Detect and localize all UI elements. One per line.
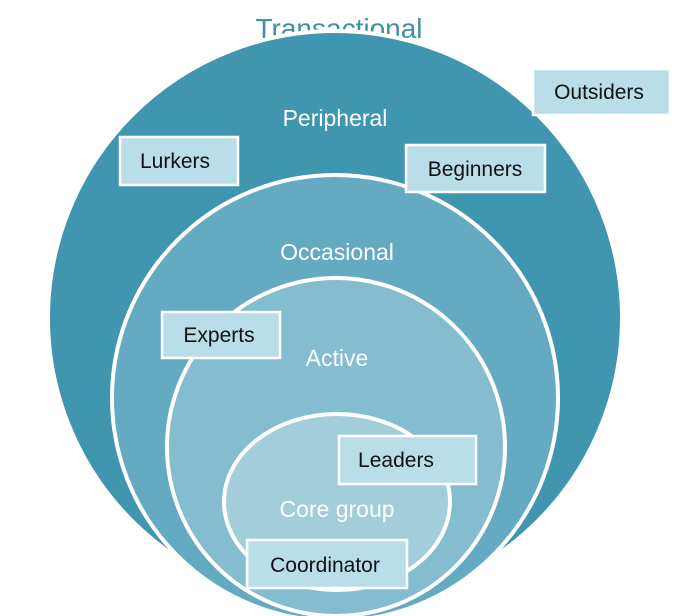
outsiders-box: Outsiders bbox=[531, 67, 672, 117]
lurkers-box: Lurkers bbox=[118, 135, 240, 187]
occasional-label: Occasional bbox=[280, 239, 394, 265]
active-label: Active bbox=[306, 345, 369, 371]
beginners-label: Beginners bbox=[428, 158, 523, 181]
beginners-box: Beginners bbox=[404, 143, 547, 194]
experts-box: Experts bbox=[160, 310, 282, 360]
core-group-label: Core group bbox=[279, 496, 394, 522]
lurkers-label: Lurkers bbox=[140, 150, 210, 173]
experts-label: Experts bbox=[183, 324, 254, 347]
leaders-box: Leaders bbox=[337, 434, 478, 486]
peripheral-label: Peripheral bbox=[283, 105, 388, 131]
coordinator-box: Coordinator bbox=[245, 538, 409, 590]
coordinator-label: Coordinator bbox=[270, 554, 380, 577]
leaders-label: Leaders bbox=[358, 449, 434, 472]
outsiders-label: Outsiders bbox=[554, 81, 644, 104]
